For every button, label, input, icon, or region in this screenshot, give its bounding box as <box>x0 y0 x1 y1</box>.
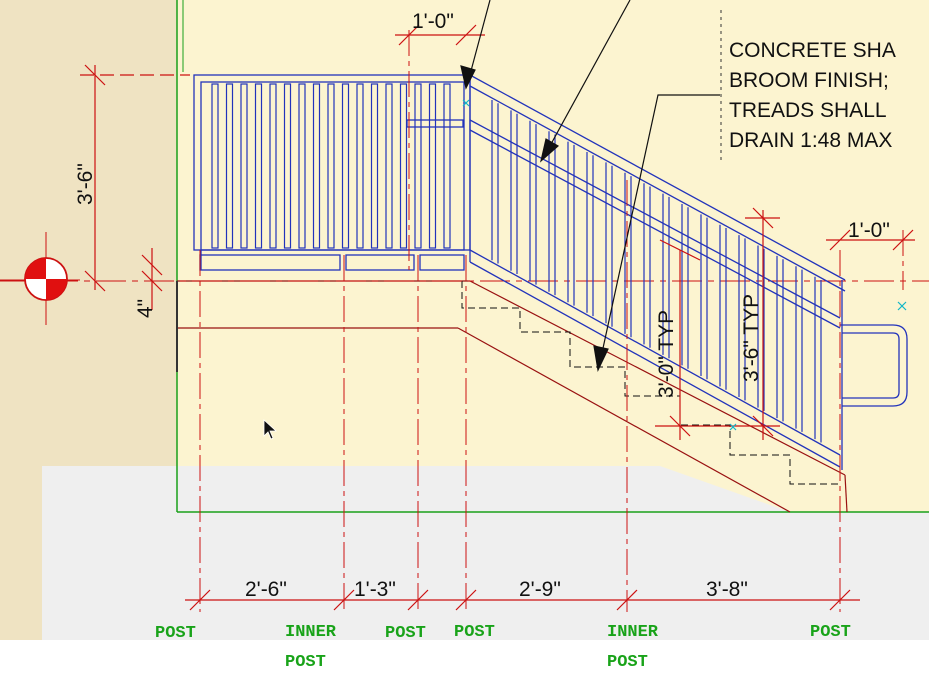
span-2-label: 1'-3" <box>354 578 396 601</box>
snap-markers <box>462 99 907 431</box>
note-line-4: DRAIN 1:48 MAX <box>729 129 892 152</box>
baluster <box>269 83 277 249</box>
top-rail-ext-left-label: 1'-0" <box>412 10 454 33</box>
note-line-3: TREADS SHALL <box>729 99 887 122</box>
post-label-4: POST <box>454 623 495 642</box>
baluster <box>414 83 422 249</box>
general-note: CONCRETE SHA BROOM FINISH; TREADS SHALL … <box>720 10 896 160</box>
dimension-labels: 1'-0" 1'-0" 3'-6" 4" 3'-0" TYP 3'-6" TYP… <box>74 10 890 601</box>
baluster <box>254 83 263 249</box>
drawing-sheet <box>177 0 929 512</box>
handrail-typ-label: 3'-0" TYP <box>655 310 678 398</box>
typ-dimensions <box>655 207 780 440</box>
baluster <box>428 83 437 249</box>
post-centerlines <box>199 30 904 612</box>
baluster <box>240 83 248 249</box>
baluster <box>370 83 379 249</box>
post-labels: POST INNER POST POST POST INNER POST POS… <box>155 623 851 672</box>
baluster <box>443 83 451 249</box>
note-line-1: CONCRETE SHA <box>729 39 896 62</box>
bottom-dimension-line <box>185 589 860 611</box>
post-label-3: POST <box>385 624 426 643</box>
guardrail-sloped <box>469 74 908 470</box>
note-line-2: BROOM FINISH; <box>729 69 889 92</box>
landing-slab <box>176 280 848 513</box>
leader-arrows <box>460 0 720 372</box>
post-label-2: INNER <box>285 623 337 642</box>
span-1-label: 2'-6" <box>245 578 287 601</box>
post-label-6: POST <box>810 623 851 642</box>
post-label-1: POST <box>155 624 196 643</box>
baluster <box>356 83 364 249</box>
stair-steps <box>461 281 840 485</box>
baluster <box>399 83 408 249</box>
curb-label: 4" <box>134 299 157 318</box>
guard-height-dimension <box>80 64 190 310</box>
guard-typ-label: 3'-6" TYP <box>740 294 763 382</box>
span-4-label: 3'-8" <box>706 578 748 601</box>
post-label-2-line2: POST <box>285 653 326 672</box>
baluster <box>312 83 321 249</box>
mouse-cursor-icon <box>263 419 278 440</box>
baluster <box>385 83 393 249</box>
baluster <box>283 83 292 249</box>
post-label-5: INNER <box>607 623 659 642</box>
span-3-label: 2'-9" <box>519 578 561 601</box>
section-marker-icon <box>0 232 80 325</box>
top-rail-ext-right-label: 1'-0" <box>848 219 890 242</box>
post-label-5-line2: POST <box>607 653 648 672</box>
top-extension-dimensions <box>395 24 915 251</box>
guard-height-label: 3'-6" <box>74 163 97 205</box>
baluster <box>327 83 335 249</box>
baluster <box>211 83 219 249</box>
baluster <box>225 83 234 249</box>
baluster <box>298 83 306 249</box>
baluster <box>341 83 350 249</box>
